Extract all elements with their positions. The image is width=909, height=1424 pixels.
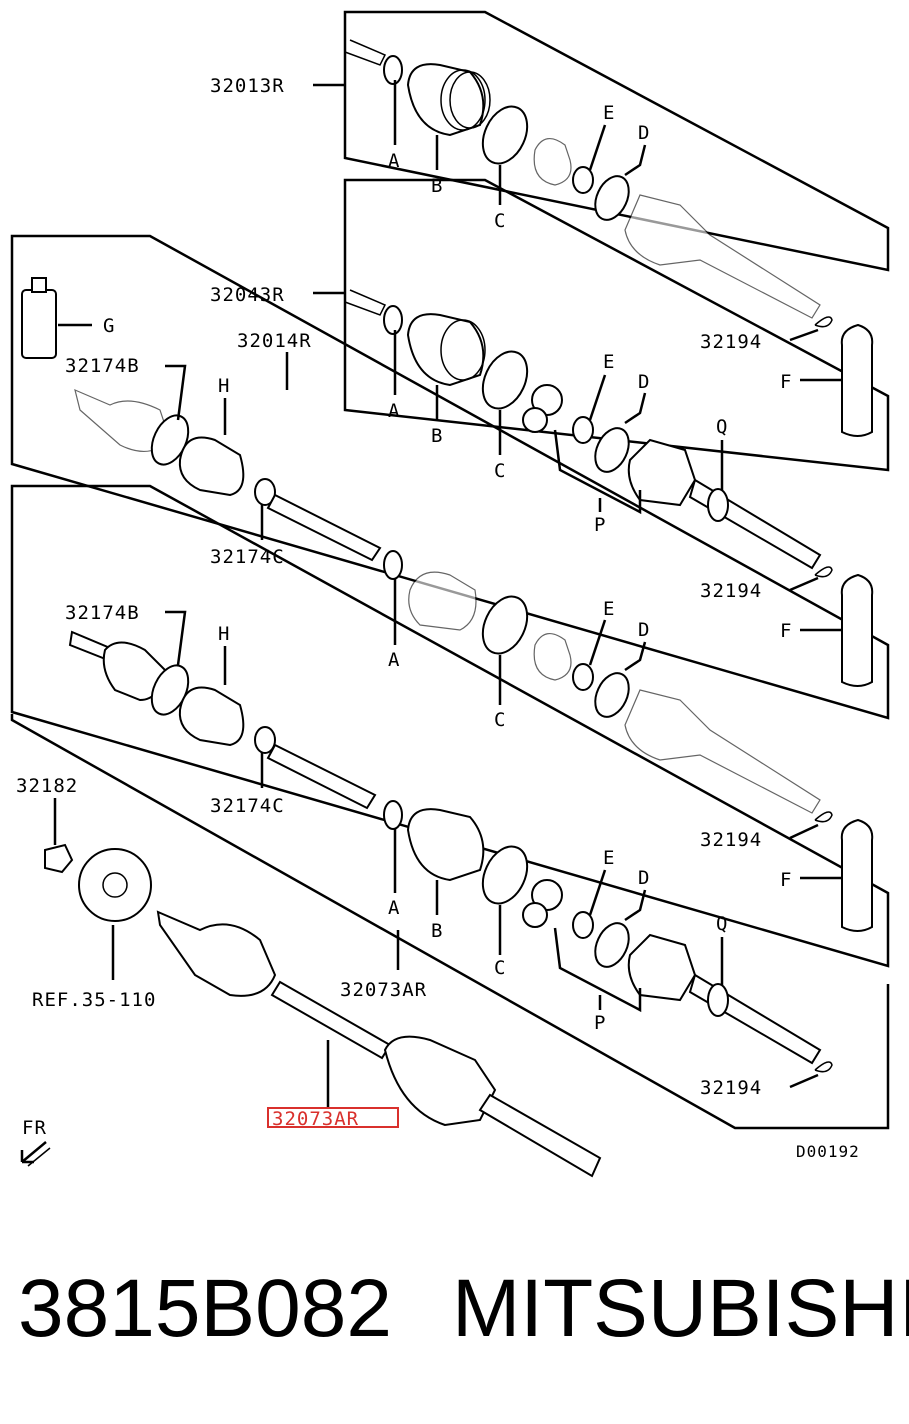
label-h: H — [218, 623, 230, 645]
panel-32014r-parts — [21, 277, 874, 823]
label-e: E — [603, 351, 615, 373]
panel-frames — [10, 10, 890, 1130]
label-a: A — [388, 400, 400, 422]
label-e: E — [603, 847, 615, 869]
label-c: C — [494, 709, 506, 731]
label-q: Q — [716, 913, 728, 935]
part-number: 3815B082 — [18, 1263, 392, 1354]
front-direction-arrow-icon — [20, 1141, 51, 1167]
label-32174b-1: 32174B — [65, 355, 140, 377]
label-diagram-code: D00192 — [796, 1142, 860, 1161]
label-32174c-1: 32174C — [210, 546, 285, 568]
label-32194-3: 32194 — [700, 829, 762, 851]
label-d: D — [638, 371, 650, 393]
label-ref: REF.35-110 — [32, 989, 156, 1011]
label-e: E — [603, 598, 615, 620]
label-32194-2: 32194 — [700, 580, 762, 602]
brand-name: MITSUBISHI — [452, 1263, 909, 1354]
label-32182: 32182 — [16, 775, 78, 797]
label-32194-4: 32194 — [700, 1077, 762, 1099]
label-d: D — [638, 619, 650, 641]
label-32073ar-highlighted[interactable]: 32073AR — [272, 1108, 359, 1130]
label-f: F — [780, 869, 792, 891]
exploded-parts-diagram: 32013R 32043R 32014R 32174B 32174B 32174… — [10, 10, 890, 1178]
highlight-box — [267, 1107, 399, 1128]
label-f: F — [780, 371, 792, 393]
label-c: C — [494, 460, 506, 482]
label-32014r: 32014R — [237, 330, 312, 352]
hub-and-assembly — [44, 843, 602, 1178]
product-caption: 3815B082 MITSUBISHI — [18, 1262, 909, 1382]
label-c: C — [494, 210, 506, 232]
leader-lines — [53, 80, 842, 1108]
panel-32073ar-parts — [68, 630, 874, 1073]
label-a: A — [388, 150, 400, 172]
label-h: H — [218, 375, 230, 397]
label-c: C — [494, 957, 506, 979]
label-fr: FR — [22, 1117, 47, 1139]
label-d: D — [638, 867, 650, 889]
label-32174c-2: 32174C — [210, 795, 285, 817]
label-f: F — [780, 620, 792, 642]
label-p: P — [594, 514, 606, 536]
part-labels: 32013R 32043R 32014R 32174B 32174B 32174… — [16, 75, 860, 1161]
label-a: A — [388, 897, 400, 919]
panel-32043r-parts — [344, 289, 874, 578]
panel-32013r-parts — [344, 39, 833, 328]
label-p: P — [594, 1012, 606, 1034]
label-e: E — [603, 102, 615, 124]
label-d: D — [638, 122, 650, 144]
label-32043r: 32043R — [210, 284, 285, 306]
label-a: A — [388, 649, 400, 671]
label-32013r: 32013R — [210, 75, 285, 97]
label-32194-1: 32194 — [700, 331, 762, 353]
label-b: B — [431, 920, 443, 942]
label-g: G — [103, 315, 115, 337]
label-b: B — [431, 175, 443, 197]
label-b: B — [431, 425, 443, 447]
label-32174b-2: 32174B — [65, 602, 140, 624]
highlighted-part-label[interactable]: 32073AR — [267, 1107, 399, 1130]
label-q: Q — [716, 416, 728, 438]
label-32073ar: 32073AR — [340, 979, 427, 1001]
